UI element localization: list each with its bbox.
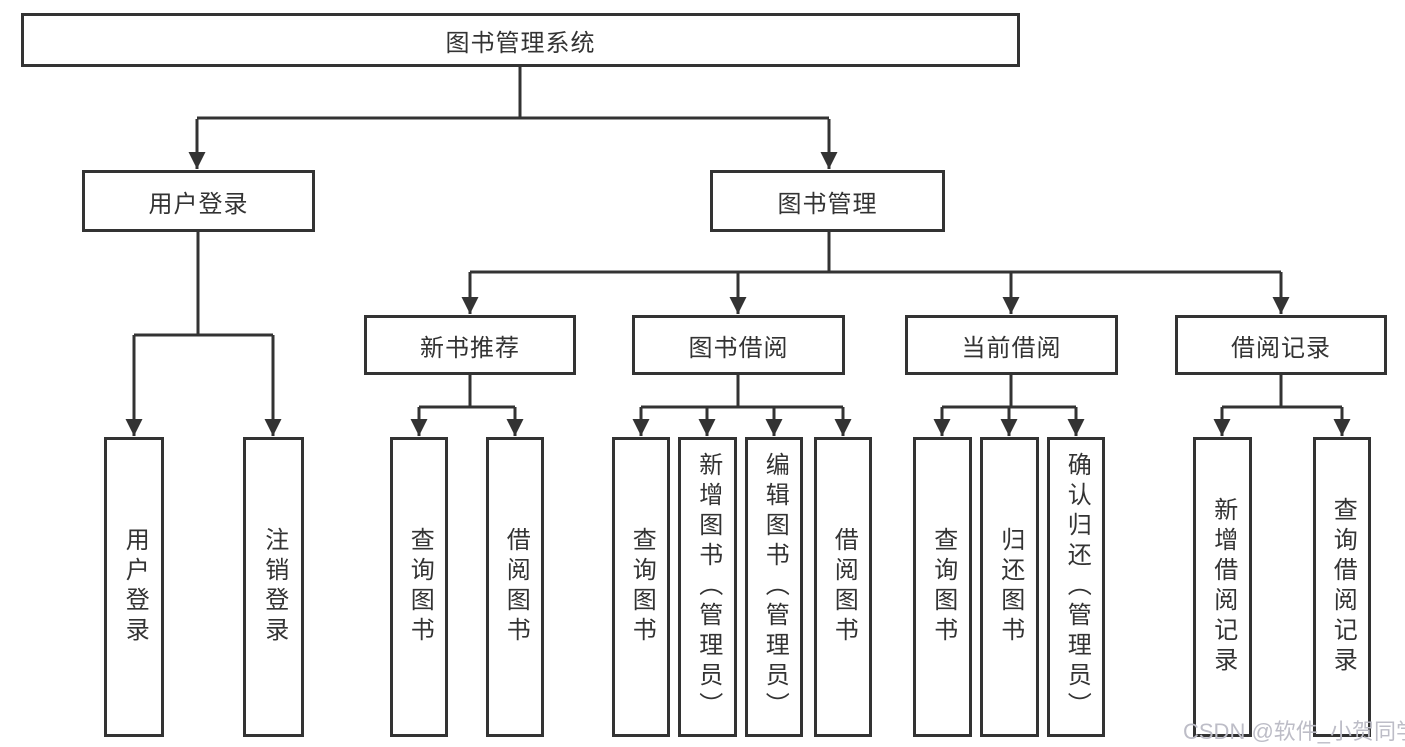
- node-root-label: 图书管理系统: [445, 29, 596, 57]
- leaf-bb-edit-books-admin-label: 编辑图书（管理员）: [761, 452, 789, 722]
- node-current-borrow-label: 当前借阅: [961, 334, 1062, 362]
- node-current-borrow: 当前借阅: [905, 315, 1118, 375]
- leaf-bb-add-books-admin: 新增图书（管理员）: [678, 437, 737, 737]
- csdn-watermark: CSDN @软件_小贺同学: [1183, 719, 1405, 744]
- leaf-user-login: 用户登录: [104, 437, 164, 737]
- leaf-rec-query-books: 查询图书: [390, 437, 448, 737]
- node-new-book-rec-label: 新书推荐: [420, 334, 520, 362]
- leaf-cb-query-books-label: 查询图书: [929, 527, 957, 647]
- leaf-logout-label: 注销登录: [260, 527, 288, 647]
- node-borrow-record-label: 借阅记录: [1231, 334, 1331, 362]
- node-book-mgmt-label: 图书管理: [777, 190, 878, 218]
- node-book-borrow: 图书借阅: [632, 315, 845, 375]
- leaf-bb-add-books-admin-label: 新增图书（管理员）: [694, 452, 722, 722]
- leaf-rec-query-books-label: 查询图书: [406, 527, 434, 647]
- node-user-login-label: 用户登录: [148, 190, 249, 218]
- node-new-book-rec: 新书推荐: [364, 315, 576, 375]
- leaf-rec-borrow-books: 借阅图书: [486, 437, 544, 737]
- leaf-cb-query-books: 查询图书: [913, 437, 972, 737]
- node-user-login: 用户登录: [82, 170, 315, 232]
- leaf-br-add-record: 新增借阅记录: [1193, 437, 1252, 737]
- leaf-rec-borrow-books-label: 借阅图书: [502, 527, 530, 647]
- leaf-bb-query-books: 查询图书: [612, 437, 670, 737]
- leaf-bb-edit-books-admin: 编辑图书（管理员）: [745, 437, 803, 737]
- leaf-br-query-record-label: 查询借阅记录: [1329, 497, 1357, 677]
- leaf-bb-borrow-books-label: 借阅图书: [830, 527, 858, 647]
- leaf-br-add-record-label: 新增借阅记录: [1209, 497, 1237, 677]
- leaf-bb-query-books-label: 查询图书: [628, 527, 656, 647]
- leaf-cb-return-books: 归还图书: [980, 437, 1039, 737]
- leaf-cb-confirm-return-admin-label: 确认归还（管理员）: [1063, 452, 1091, 722]
- leaf-cb-confirm-return-admin: 确认归还（管理员）: [1047, 437, 1105, 737]
- leaf-bb-borrow-books: 借阅图书: [814, 437, 872, 737]
- leaf-cb-return-books-label: 归还图书: [996, 527, 1024, 647]
- leaf-br-query-record: 查询借阅记录: [1313, 437, 1371, 737]
- node-book-mgmt: 图书管理: [710, 170, 945, 232]
- leaf-user-login-label: 用户登录: [121, 527, 149, 647]
- node-borrow-record: 借阅记录: [1175, 315, 1387, 375]
- node-book-borrow-label: 图书借阅: [688, 334, 789, 362]
- leaf-logout: 注销登录: [243, 437, 304, 737]
- node-root: 图书管理系统: [21, 13, 1020, 67]
